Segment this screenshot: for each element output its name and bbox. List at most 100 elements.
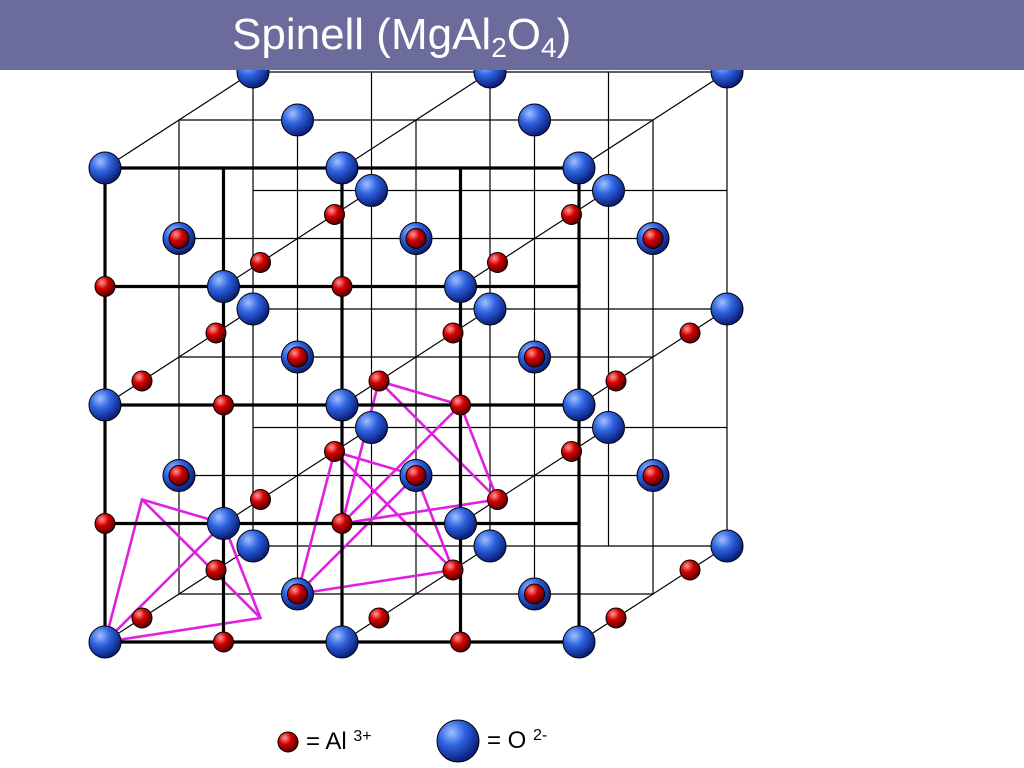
oxygen-atom: [236, 292, 270, 326]
aluminium-atom: [561, 204, 582, 225]
legend-oxygen-label: = O 2-: [487, 727, 548, 754]
lattice-depth-edge: [341, 71, 491, 169]
aluminium-atom: [131, 370, 153, 392]
oxygen-atom: [325, 625, 359, 659]
aluminium-atom: [679, 322, 701, 344]
aluminium-atom: [205, 559, 227, 581]
polyhedron-edge: [140, 498, 262, 620]
polyhedron-edge: [377, 379, 462, 407]
oxygen-atom: [355, 411, 388, 444]
oxygen-atom: [88, 625, 122, 659]
lattice-depth-edge: [578, 71, 728, 169]
oxygen-atom: [325, 388, 359, 422]
polyhedron-edge: [340, 498, 499, 525]
aluminium-atom: [368, 370, 390, 392]
aluminium-atom: [642, 228, 664, 249]
aluminium-atom: [487, 489, 508, 510]
aluminium-atom: [331, 513, 353, 534]
oxygen-atom: [710, 292, 744, 326]
aluminium-atom: [213, 631, 234, 653]
oxygen-atom: [710, 70, 744, 89]
polyhedron-edge: [377, 379, 499, 501]
legend-oxygen: = O 2-: [435, 718, 547, 764]
lattice-depth-edge: [578, 545, 728, 643]
aluminium-atom-icon: [277, 731, 299, 753]
oxygen-atom: [236, 529, 270, 563]
polyhedron-edge: [103, 522, 225, 644]
aluminium-atom: [561, 441, 582, 462]
aluminium-atom: [168, 228, 190, 249]
oxygen-atom: [592, 174, 625, 207]
lattice-depth-edge: [341, 545, 491, 643]
aluminium-atom: [450, 631, 471, 653]
aluminium-atom: [287, 583, 308, 605]
oxygen-atom: [236, 70, 270, 89]
polyhedron-edge: [222, 522, 262, 620]
legend-aluminium-label: = Al 3+: [306, 728, 372, 755]
aluminium-atom: [605, 607, 627, 629]
oxygen-atom: [281, 103, 314, 137]
aluminium-atom: [94, 513, 116, 534]
oxygen-atom: [207, 507, 240, 540]
legend-aluminium: = Al 3+: [276, 728, 372, 756]
polyhedra-edges: [103, 379, 499, 644]
polyhedron-edge: [459, 403, 499, 501]
oxygen-atom: [444, 507, 477, 540]
oxygen-atom: [592, 411, 625, 444]
aluminium-atom: [287, 346, 308, 368]
aluminium-atom: [442, 322, 464, 344]
page-title: Spinell (MgAl2O4): [232, 10, 572, 63]
polyhedron-edge: [296, 474, 418, 596]
polyhedron-edge: [333, 450, 455, 572]
aluminium-atom: [442, 559, 464, 581]
lattice-depth-edge: [459, 189, 610, 288]
oxygen-atom: [444, 270, 477, 303]
lattice-depth-edge: [341, 308, 491, 406]
lattice-depth-edge: [104, 308, 254, 406]
aluminium-atom: [368, 607, 390, 629]
aluminium-atom: [487, 252, 508, 273]
oxygen-atom: [710, 529, 744, 563]
aluminium-atom: [642, 465, 664, 486]
oxygen-atom: [473, 70, 507, 89]
polyhedron-edge: [103, 616, 262, 644]
polyhedron-edge: [296, 568, 455, 596]
aluminium-atom: [324, 204, 345, 225]
aluminium-atom: [679, 559, 701, 581]
lattice-depth-edge: [578, 308, 728, 406]
aluminium-atom: [405, 228, 427, 249]
lattice-depth-edge: [104, 545, 254, 643]
aluminium-atom: [131, 607, 153, 629]
lattice-back-edges: [104, 71, 728, 643]
oxygen-atom: [562, 625, 596, 659]
lattice-front-edges: [103, 166, 581, 644]
aluminium-atom: [524, 583, 545, 605]
oxygen-atom: [88, 151, 122, 185]
oxygen-atom: [473, 529, 507, 563]
polyhedron-edge: [340, 403, 462, 525]
lattice-depth-edge: [222, 426, 373, 525]
aluminium-atom: [205, 322, 227, 344]
aluminium-atom: [250, 489, 271, 510]
aluminium-atom: [405, 465, 427, 486]
atoms: [88, 70, 744, 659]
aluminium-atom: [94, 276, 116, 297]
lattice-depth-edge: [459, 426, 610, 525]
aluminium-atom: [524, 346, 545, 368]
aluminium-atom: [168, 465, 190, 486]
aluminium-atom: [450, 394, 471, 416]
oxygen-atom: [473, 292, 507, 326]
oxygen-atom: [355, 174, 388, 207]
oxygen-atom: [88, 388, 122, 422]
oxygen-atom: [562, 151, 596, 185]
oxygen-atom: [562, 388, 596, 422]
aluminium-atom: [605, 370, 627, 392]
aluminium-atom: [213, 394, 234, 416]
lattice-depth-edge: [222, 189, 373, 288]
oxygen-atom-icon: [436, 719, 480, 763]
oxygen-atom: [207, 270, 240, 303]
oxygen-atom: [518, 103, 551, 137]
lattice-depth-edge: [104, 71, 254, 169]
aluminium-atom: [324, 441, 345, 462]
aluminium-atom: [331, 276, 353, 297]
